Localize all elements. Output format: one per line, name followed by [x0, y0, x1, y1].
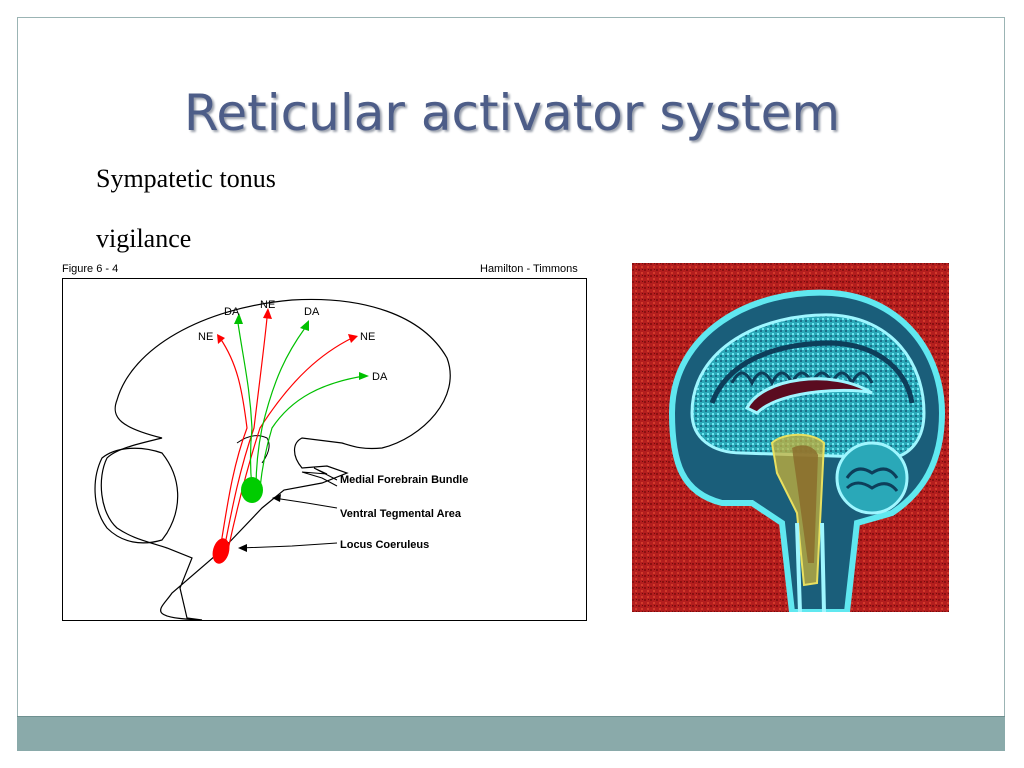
brain-outline — [100, 298, 451, 621]
label-ne-right: NE — [360, 331, 375, 343]
label-da-mid: DA — [304, 306, 320, 318]
bullet-sympathetic-tonus: Sympatetic tonus — [96, 164, 276, 193]
ne-right-arrowhead — [348, 334, 358, 343]
diagram-border — [62, 278, 587, 621]
bullet-vigilance: vigilance — [96, 224, 192, 253]
ne-top-arrowhead — [263, 308, 272, 319]
sulcus-1 — [709, 340, 915, 404]
label-locus-coeruleus: Locus Coeruleus — [340, 539, 429, 551]
label-ne-top: NE — [260, 299, 275, 311]
vta-pointer-arrowhead — [272, 494, 281, 502]
mri-brain-image — [632, 263, 949, 612]
lc-pointer-arrowhead — [238, 544, 247, 552]
locus-coeruleus-nucleus — [212, 538, 230, 564]
label-ventral-tegmental-area: Ventral Tegmental Area — [340, 508, 462, 520]
label-ne-left: NE — [198, 331, 213, 343]
da-left-arrowhead — [234, 313, 243, 324]
label-da-left: DA — [224, 306, 240, 318]
figure-caption-right: Hamilton - Timmons — [480, 263, 578, 275]
sulcus-2 — [730, 371, 874, 387]
da-right-arrowhead — [359, 372, 369, 380]
da-mid-arrowhead — [300, 320, 309, 331]
brainstem-core — [792, 445, 818, 563]
figure-caption-left: Figure 6 - 4 — [62, 263, 119, 275]
cerebellum-outline — [94, 447, 179, 544]
ne-left-arrowhead — [217, 334, 225, 344]
cerebellum — [835, 441, 909, 515]
footer-bar — [17, 716, 1005, 751]
brain-pathway-diagram: NE DA NE DA NE DA Medial Forebrain Bundl… — [62, 278, 587, 621]
pointer-lines — [239, 467, 338, 549]
vta-nucleus — [241, 477, 263, 503]
ne-pathways — [219, 317, 353, 551]
label-da-right: DA — [372, 371, 388, 383]
brainstem-outline — [236, 435, 270, 464]
da-pathways — [237, 322, 365, 489]
cerebellum-folds — [845, 467, 899, 492]
spinal-cord-edges — [795, 522, 826, 612]
corpus-callosum — [744, 377, 873, 415]
label-medial-forebrain-bundle: Medial Forebrain Bundle — [340, 474, 468, 486]
slide-title: Reticular activator system — [183, 84, 841, 142]
